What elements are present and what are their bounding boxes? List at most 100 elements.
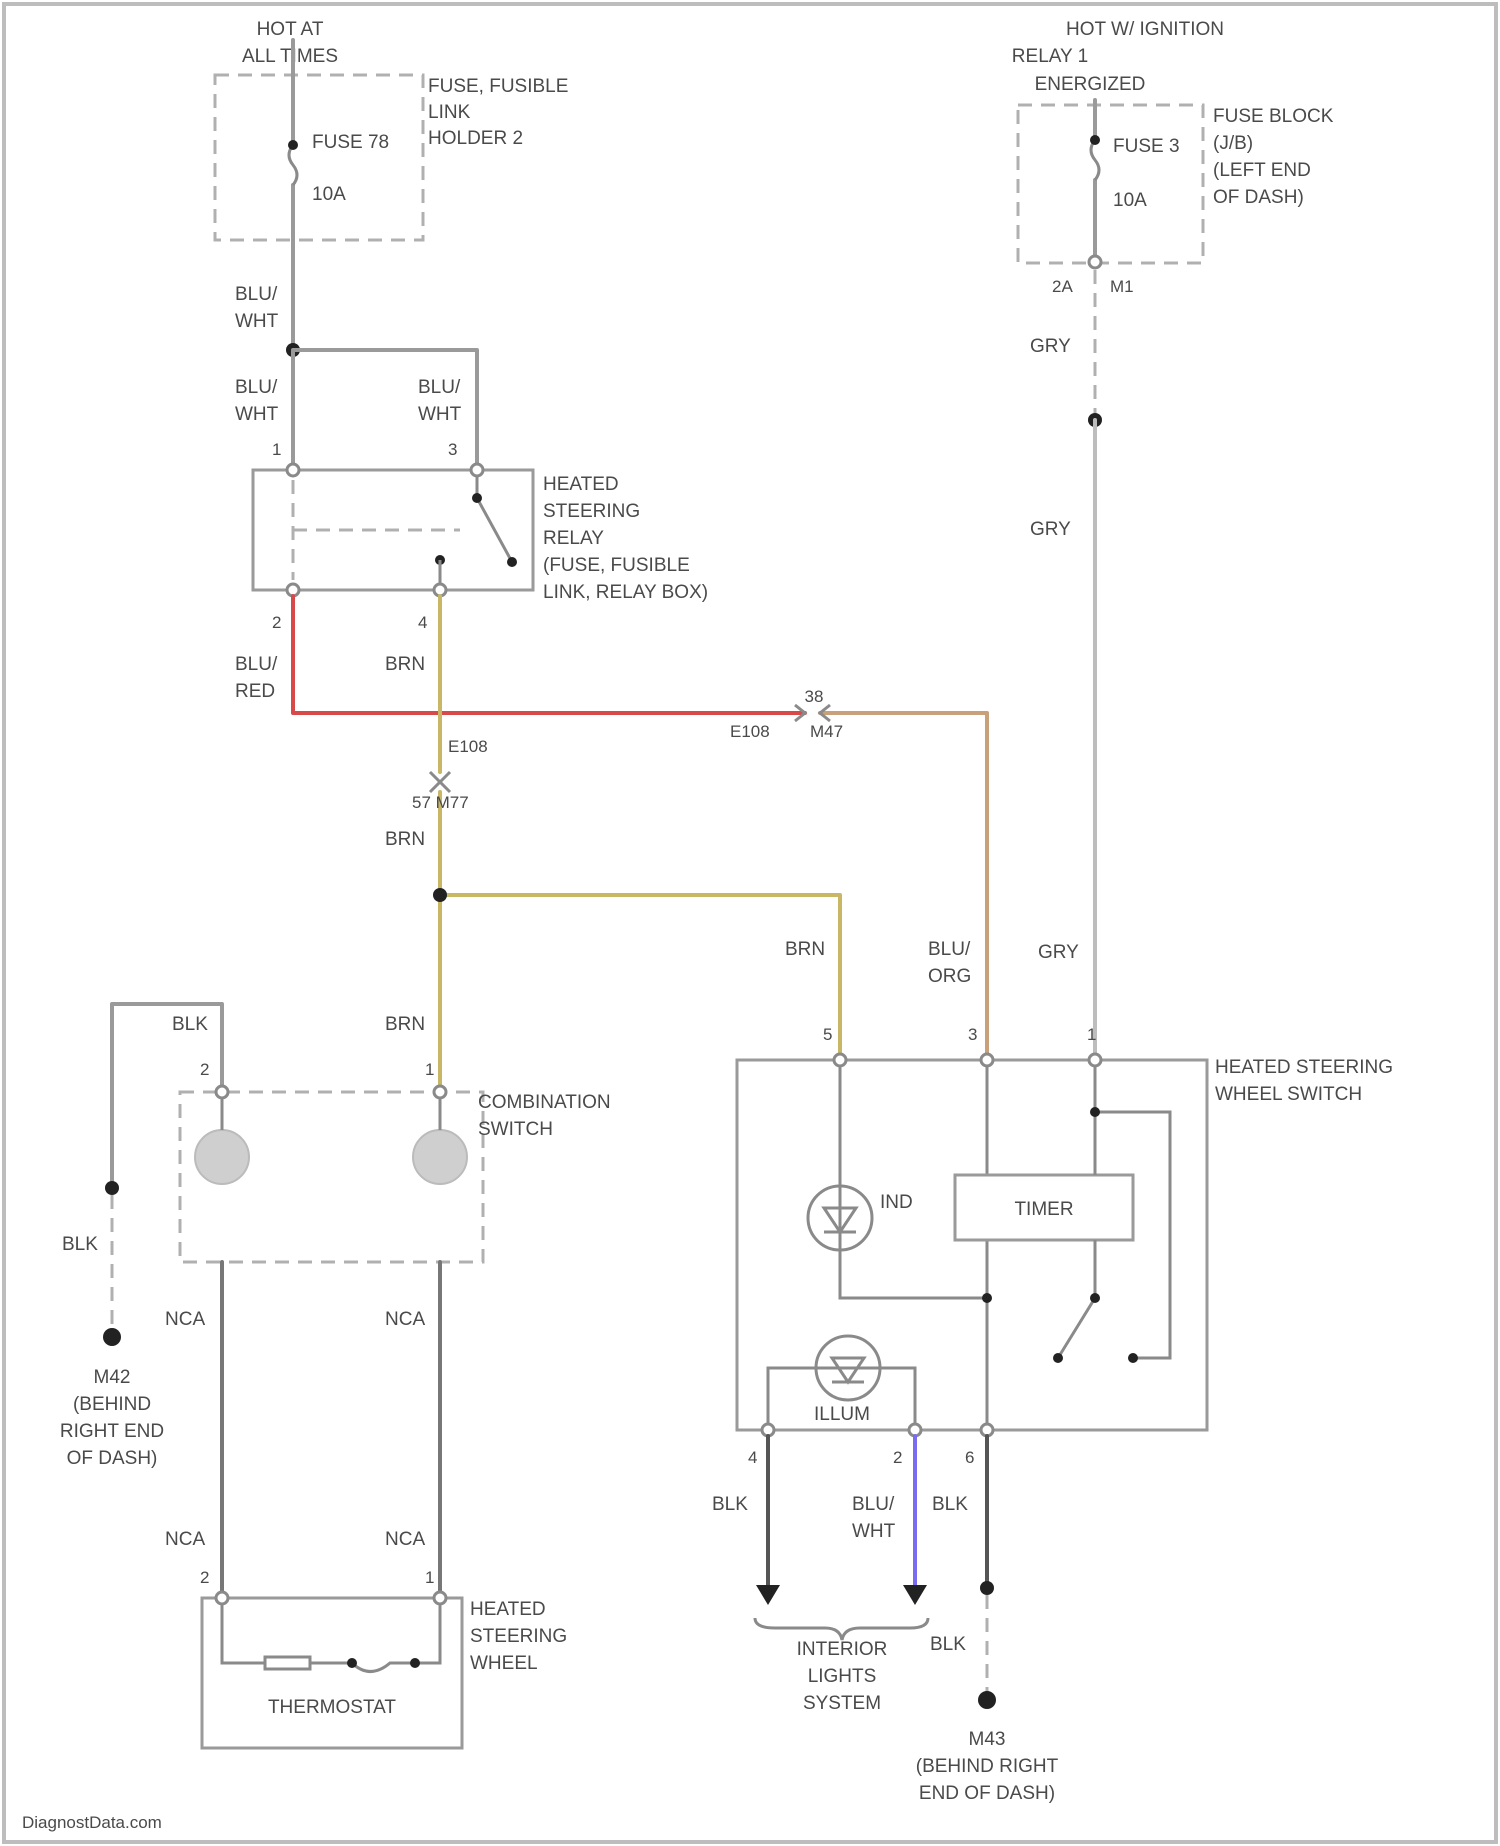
connector-pin-38: 38 bbox=[805, 687, 824, 706]
wire-blu-wht-3a: BLU/ bbox=[418, 377, 461, 398]
relay-pin-4: 4 bbox=[418, 613, 427, 632]
combo-internal-leads bbox=[222, 1098, 440, 1130]
wire-blu-red-a: BLU/ bbox=[235, 654, 278, 675]
ground-left-label-4: OF DASH) bbox=[67, 1448, 158, 1469]
ground-left-symbol bbox=[103, 1328, 121, 1346]
switch-pin-3: 3 bbox=[968, 1025, 977, 1044]
splice-ground-right bbox=[980, 1581, 994, 1595]
connector-m77: 57 M77 bbox=[412, 793, 469, 812]
combo-slip-ring-right bbox=[413, 1130, 467, 1184]
ground-right-symbol bbox=[978, 1691, 996, 1709]
switch-term-1 bbox=[1089, 1054, 1101, 1066]
wheel-heater-element bbox=[265, 1657, 310, 1669]
relay-pin-3: 3 bbox=[448, 440, 457, 459]
switch-contact-arm bbox=[1058, 1298, 1095, 1358]
heated-steering-wheel-box bbox=[202, 1598, 462, 1748]
ground-right-label-2: (BEHIND RIGHT bbox=[916, 1756, 1059, 1777]
fuse-78-rating: 10A bbox=[312, 184, 346, 205]
wire-nca-3: NCA bbox=[165, 1529, 205, 1550]
combo-pin-1: 1 bbox=[425, 1060, 434, 1079]
connector-e108-m77 bbox=[430, 772, 450, 792]
switch-label-2: WHEEL SWITCH bbox=[1215, 1084, 1362, 1105]
interior-brace bbox=[755, 1618, 928, 1640]
switch-label-1: HEATED STEERING bbox=[1215, 1057, 1393, 1078]
watermark: DiagnostData.com bbox=[22, 1813, 162, 1832]
fuse-78-element bbox=[289, 145, 297, 185]
fuse-holder-label-1: FUSE, FUSIBLE bbox=[428, 76, 568, 97]
wire-gry-2: GRY bbox=[1030, 519, 1071, 540]
hot-ignition-line3: ENERGIZED bbox=[1035, 74, 1146, 95]
ground-left-label-2: (BEHIND bbox=[73, 1394, 151, 1415]
switch-ind-circuit bbox=[840, 1066, 987, 1298]
combo-term-2 bbox=[216, 1086, 228, 1098]
wire-blu-wht-2a: BLU/ bbox=[235, 377, 278, 398]
wire-blu-wht-3b: WHT bbox=[418, 404, 462, 425]
fuse-block-label-4: OF DASH) bbox=[1213, 187, 1304, 208]
hot-at-all-times-line2: ALL TIMES bbox=[242, 46, 338, 67]
wire-blu-wht-4a: BLU/ bbox=[852, 1494, 895, 1515]
switch-contact-end bbox=[1053, 1353, 1063, 1363]
wire-nca-1: NCA bbox=[165, 1309, 205, 1330]
fuse-holder-label-3: HOLDER 2 bbox=[428, 128, 523, 149]
wheel-pin-2: 2 bbox=[200, 1568, 209, 1587]
combo-label-1: COMBINATION bbox=[478, 1092, 611, 1113]
switch-term-5 bbox=[834, 1054, 846, 1066]
wire-blu-red-b: RED bbox=[235, 681, 275, 702]
wheel-label-1: HEATED bbox=[470, 1599, 546, 1620]
thermostat-contact-right bbox=[410, 1658, 420, 1668]
ground-left-label-1: M42 bbox=[94, 1367, 131, 1388]
fuse-3-rating: 10A bbox=[1113, 190, 1147, 211]
fuse-78-terminal bbox=[288, 140, 298, 150]
wire-brn bbox=[440, 596, 840, 1086]
relay-term-3 bbox=[471, 464, 483, 476]
wire-gry-1: GRY bbox=[1030, 336, 1071, 357]
interior-label-3: SYSTEM bbox=[803, 1693, 881, 1714]
wheel-label-2: STEERING bbox=[470, 1626, 567, 1647]
fuse-block-label-1: FUSE BLOCK bbox=[1213, 106, 1334, 127]
arrow-interior-right bbox=[903, 1585, 927, 1605]
wire-blk-1: BLK bbox=[172, 1014, 208, 1035]
switch-pin-2: 2 bbox=[893, 1448, 902, 1467]
fuse-block-box bbox=[1018, 105, 1203, 263]
ground-right-label-1: M43 bbox=[969, 1729, 1006, 1750]
splice-brn bbox=[433, 888, 447, 902]
ind-label: IND bbox=[880, 1192, 913, 1213]
heated-steering-wheel-switch-box bbox=[737, 1060, 1207, 1430]
wheel-term-2 bbox=[216, 1592, 228, 1604]
illum-led-icon bbox=[832, 1358, 864, 1382]
fuse-block-term bbox=[1089, 256, 1101, 268]
switch-junction bbox=[982, 1293, 992, 1303]
wire-nca-2: NCA bbox=[385, 1309, 425, 1330]
switch-term-3 bbox=[981, 1054, 993, 1066]
fuse-block-label-2: (J/B) bbox=[1213, 133, 1253, 154]
fuse-block-label-3: (LEFT END bbox=[1213, 160, 1311, 181]
timer-label: TIMER bbox=[1014, 1199, 1073, 1220]
connector-m47-right: M47 bbox=[810, 722, 843, 741]
wire-blu-org-a: BLU/ bbox=[928, 939, 971, 960]
wire-blk-4: BLK bbox=[712, 1494, 748, 1515]
hot-ignition-line1: HOT W/ IGNITION bbox=[1066, 19, 1224, 40]
relay-label-4: (FUSE, FUSIBLE bbox=[543, 555, 690, 576]
wire-brn-1: BRN bbox=[385, 654, 425, 675]
combo-term-1 bbox=[434, 1086, 446, 1098]
splice-ground-left bbox=[105, 1181, 119, 1195]
fuse-3-name: FUSE 3 bbox=[1113, 136, 1180, 157]
switch-contact-pivot bbox=[1090, 1293, 1100, 1303]
wire-blk-2: BLK bbox=[62, 1234, 98, 1255]
wire-blu-red bbox=[293, 596, 805, 713]
wire-blu-org-b: ORG bbox=[928, 966, 971, 987]
combo-label-2: SWITCH bbox=[478, 1119, 553, 1140]
wire-blu-wht-4b: WHT bbox=[852, 1521, 896, 1542]
wire-brn-2: BRN bbox=[385, 829, 425, 850]
wire-blu-wht-1b: WHT bbox=[235, 311, 279, 332]
diagram-frame bbox=[4, 4, 1496, 1842]
wire-blu-wht-1a: BLU/ bbox=[235, 284, 278, 305]
relay-label-5: LINK, RELAY BOX) bbox=[543, 582, 708, 603]
fuse-3-element bbox=[1091, 140, 1099, 180]
switch-node-top bbox=[1090, 1107, 1100, 1117]
arrow-interior-left bbox=[756, 1585, 780, 1605]
relay-label-1: HEATED bbox=[543, 474, 619, 495]
wheel-label-3: WHEEL bbox=[470, 1653, 538, 1674]
thermostat-label: THERMOSTAT bbox=[268, 1697, 396, 1718]
